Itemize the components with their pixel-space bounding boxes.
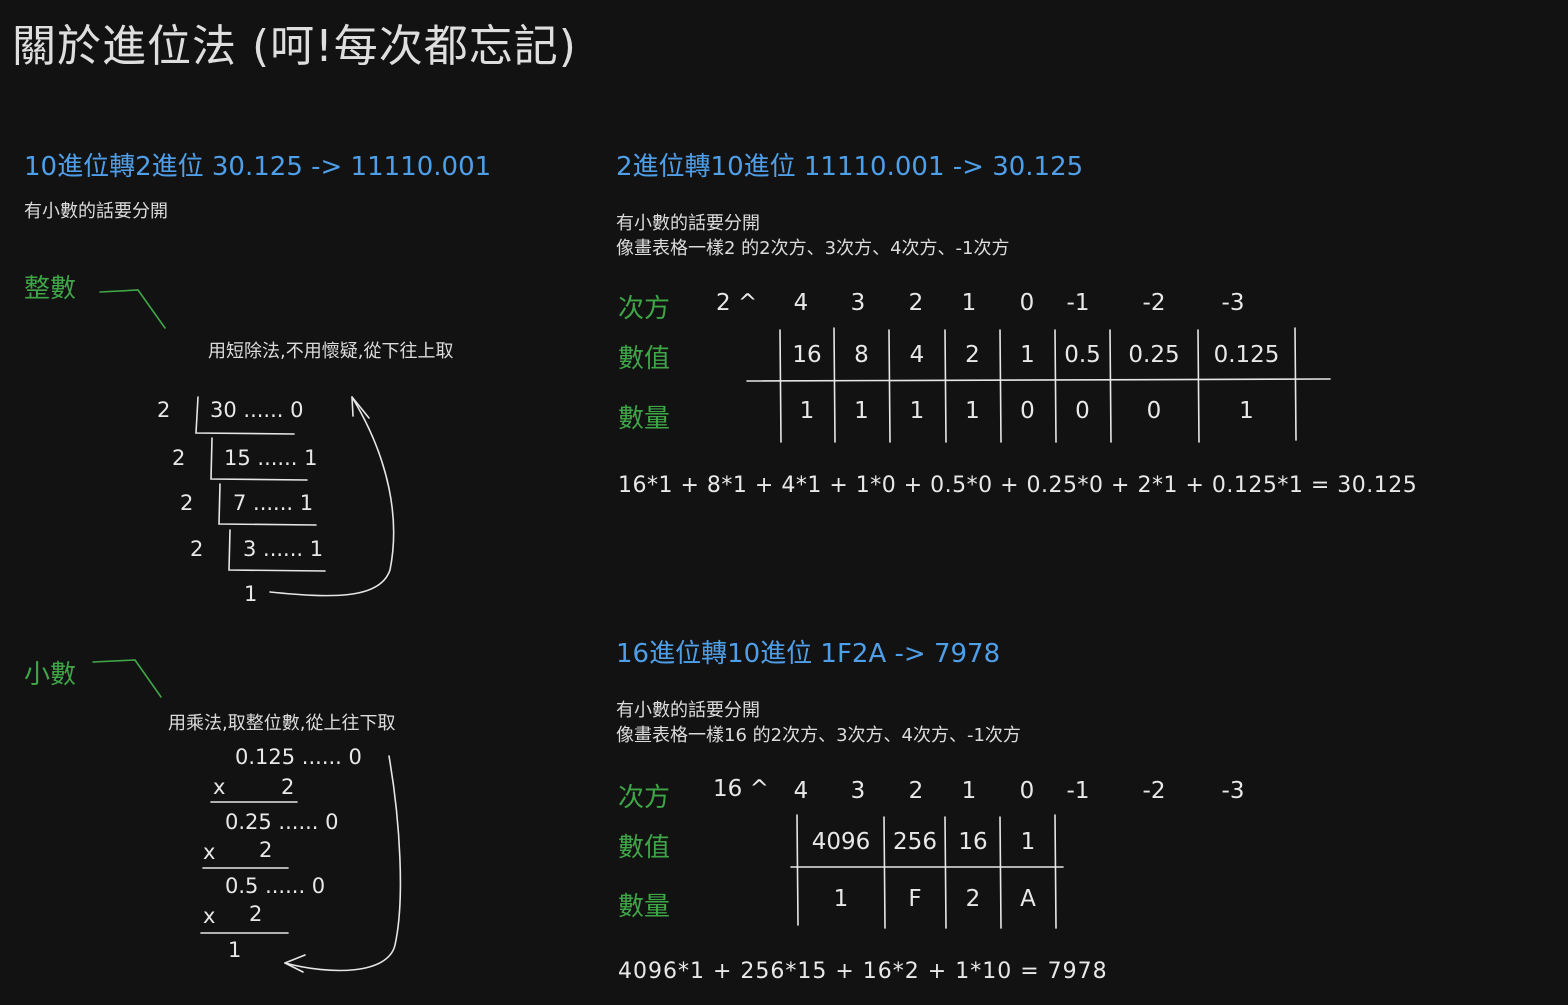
sec2-equation: 16*1 + 8*1 + 4*1 + 1*0 + 0.5*0 + 0.25*0 … bbox=[618, 473, 1418, 498]
value-cell: 0.25 bbox=[1128, 342, 1180, 368]
integer-note: 用短除法,不用懷疑,從下往上取 bbox=[208, 341, 454, 362]
count-cell: 1 bbox=[799, 398, 815, 424]
sec3-base: 16 ^ bbox=[713, 776, 769, 802]
power-cell: -1 bbox=[1066, 778, 1090, 804]
power-cell: 1 bbox=[961, 290, 977, 316]
count-cell: 1 bbox=[833, 886, 849, 912]
sec2-heading: 2進位轉10進位 11110.001 -> 30.125 bbox=[616, 152, 1084, 182]
division-last: 1 bbox=[244, 582, 258, 606]
count-cell: 2 bbox=[965, 886, 981, 912]
mult-op: x bbox=[203, 904, 216, 928]
mult-factor: 2 bbox=[281, 775, 295, 799]
sec2-base: 2 ^ bbox=[716, 290, 758, 316]
power-cell: -2 bbox=[1142, 290, 1166, 316]
value-cell: 4096 bbox=[811, 829, 871, 855]
mult-last: 1 bbox=[228, 938, 242, 962]
sec2-note1: 有小數的話要分開 bbox=[616, 213, 760, 234]
mult-factor: 2 bbox=[259, 838, 273, 862]
division-divisor: 2 bbox=[190, 537, 204, 561]
sec2-note2: 像畫表格一樣2 的2次方、3次方、4次方、-1次方 bbox=[616, 238, 1010, 259]
count-cell: 1 bbox=[1239, 398, 1254, 424]
value-cell: 1 bbox=[1020, 342, 1035, 368]
integer-label: 整數 bbox=[24, 274, 77, 304]
count-cell: 1 bbox=[854, 398, 869, 424]
sec3-heading: 16進位轉10進位 1F2A -> 7978 bbox=[616, 639, 1001, 669]
sec2-row-count: 數量 bbox=[618, 404, 671, 434]
count-cell: 1 bbox=[965, 398, 980, 424]
fraction-label: 小數 bbox=[24, 660, 77, 690]
count-cell: F bbox=[908, 886, 922, 912]
count-cell: 0 bbox=[1146, 398, 1162, 424]
power-cell: 4 bbox=[793, 290, 809, 316]
value-cell: 2 bbox=[965, 342, 980, 368]
division-row: 30 ...... 0 bbox=[210, 398, 304, 422]
division-row: 15 ...... 1 bbox=[224, 446, 318, 470]
sec3-row-power: 次方 bbox=[618, 783, 671, 813]
division-divisor: 2 bbox=[180, 491, 194, 515]
sec3-row-count: 數量 bbox=[618, 892, 671, 922]
sec2-row-value: 數值 bbox=[618, 344, 671, 374]
mult-value: 0.125 ...... 0 bbox=[235, 745, 362, 769]
power-cell: 0 bbox=[1019, 290, 1035, 316]
power-cell: -1 bbox=[1066, 290, 1090, 316]
division-divisor: 2 bbox=[157, 398, 171, 422]
power-cell: 3 bbox=[850, 778, 866, 804]
value-cell: 8 bbox=[854, 342, 869, 368]
count-cell: A bbox=[1020, 886, 1036, 912]
sec3-note1: 有小數的話要分開 bbox=[616, 700, 760, 721]
count-cell: 0 bbox=[1020, 398, 1035, 424]
power-cell: 1 bbox=[961, 778, 977, 804]
fraction-note: 用乘法,取整位數,從上往下取 bbox=[168, 713, 396, 734]
value-cell: 0.5 bbox=[1064, 342, 1101, 368]
sec1-note: 有小數的話要分開 bbox=[24, 201, 168, 222]
sec1-heading: 10進位轉2進位 30.125 -> 11110.001 bbox=[24, 152, 492, 182]
mult-op: x bbox=[213, 775, 226, 799]
value-cell: 16 bbox=[958, 829, 988, 855]
sec3-row-value: 數值 bbox=[618, 833, 671, 863]
mult-factor: 2 bbox=[249, 902, 263, 926]
mult-value: 0.5 ...... 0 bbox=[225, 874, 326, 898]
page-title: 關於進位法 (呵!每次都忘記) bbox=[12, 21, 577, 72]
count-cell: 1 bbox=[909, 398, 925, 424]
sec3-equation: 4096*1 + 256*15 + 16*2 + 1*10 = 7978 bbox=[618, 959, 1108, 984]
division-divisor: 2 bbox=[172, 446, 186, 470]
mult-value: 0.25 ...... 0 bbox=[225, 810, 339, 834]
mult-op: x bbox=[203, 840, 216, 864]
power-cell: 4 bbox=[793, 778, 809, 804]
power-cell: 0 bbox=[1019, 778, 1035, 804]
count-cell: 0 bbox=[1075, 398, 1090, 424]
value-cell: 0.125 bbox=[1213, 342, 1280, 368]
sec3-note2: 像畫表格一樣16 的2次方、3次方、4次方、-1次方 bbox=[616, 725, 1021, 746]
power-cell: 3 bbox=[850, 290, 866, 316]
value-cell: 16 bbox=[792, 342, 822, 368]
power-cell: -2 bbox=[1142, 778, 1166, 804]
value-cell: 4 bbox=[909, 342, 925, 368]
power-cell: 2 bbox=[908, 290, 924, 316]
value-cell: 1 bbox=[1020, 829, 1036, 855]
power-cell: -3 bbox=[1221, 778, 1245, 804]
value-cell: 256 bbox=[893, 829, 937, 855]
power-cell: 2 bbox=[908, 778, 924, 804]
sec2-row-power: 次方 bbox=[618, 294, 671, 324]
power-cell: -3 bbox=[1221, 290, 1245, 316]
division-row: 3 ...... 1 bbox=[243, 537, 324, 561]
division-row: 7 ...... 1 bbox=[233, 491, 314, 515]
